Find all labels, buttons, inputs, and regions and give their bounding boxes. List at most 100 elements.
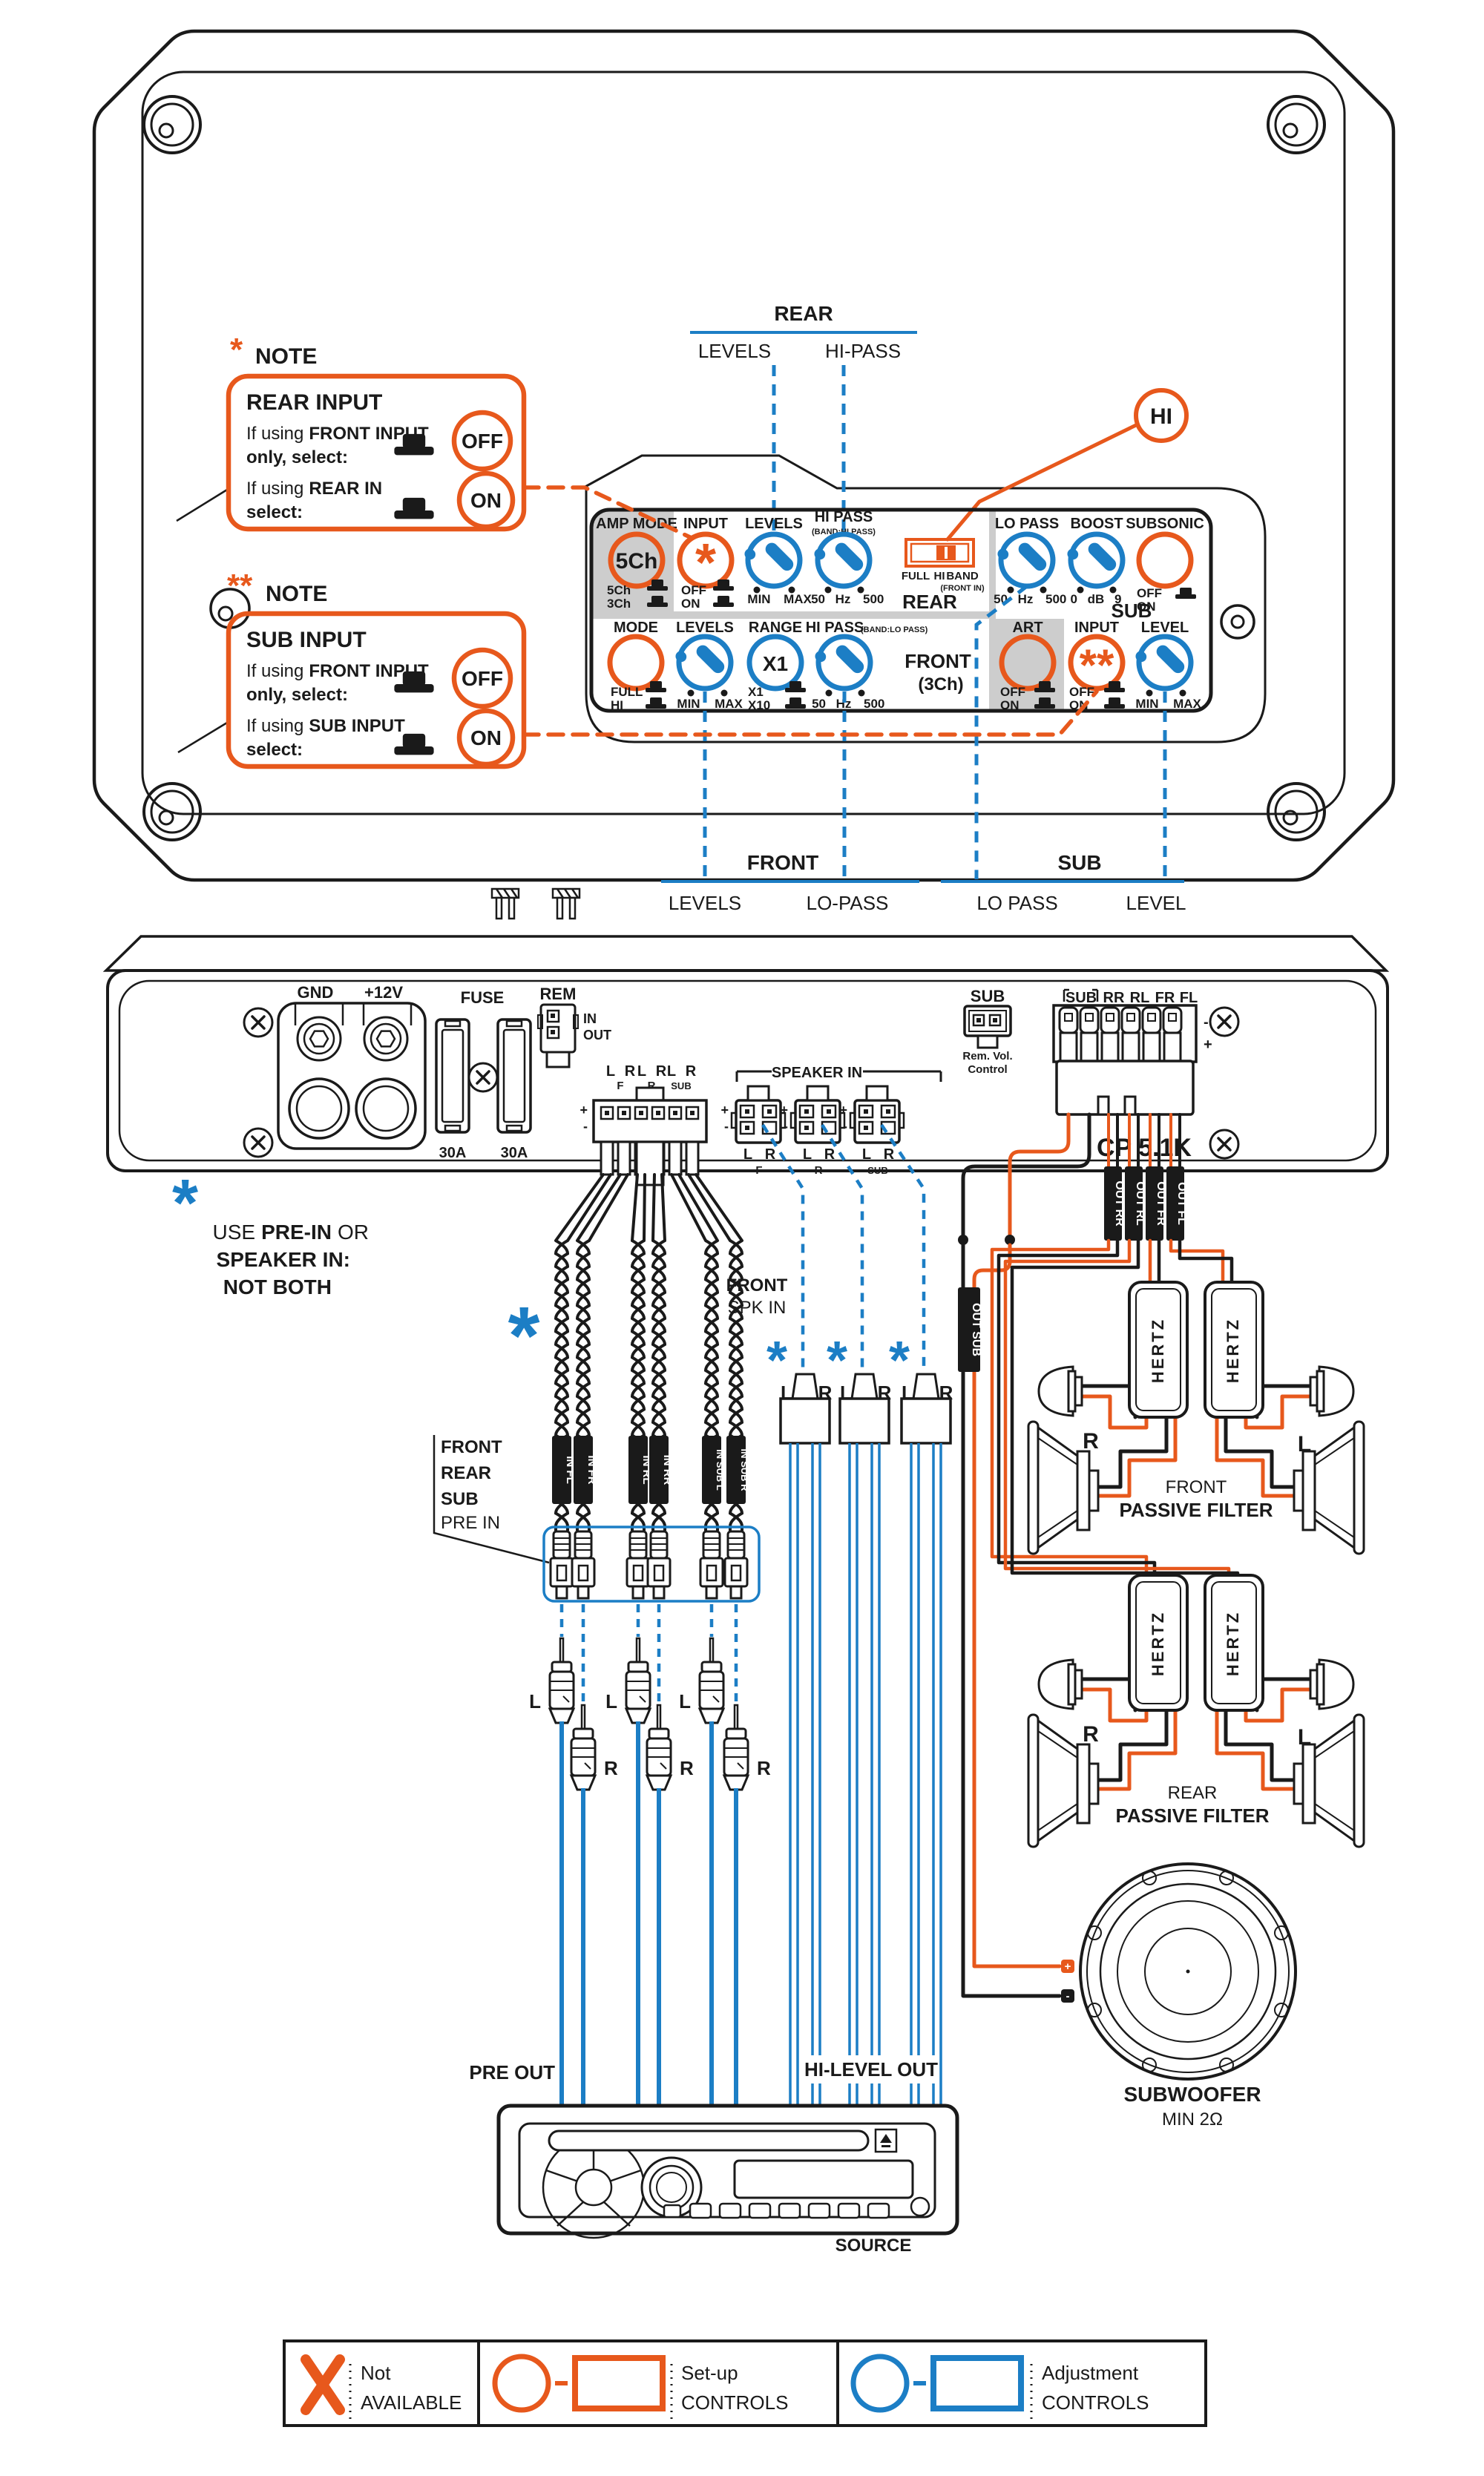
note1-off-circle	[451, 410, 513, 472]
front-filter-label1: FRONT	[1166, 1477, 1227, 1497]
input2-opt1: OFF	[1069, 685, 1094, 699]
setup-circle-icon	[492, 2354, 551, 2413]
subsonic-opt2: ON	[1137, 600, 1156, 614]
knob-dot	[824, 586, 832, 594]
spkin-sub-ch: SUB	[867, 1165, 887, 1176]
pre-callout-sub: SUB	[441, 1489, 479, 1509]
hi-level-lines	[789, 1443, 942, 2106]
rear-filter-label1: REAR	[1168, 1783, 1218, 1803]
rem-connector: REM IN OUT	[537, 985, 611, 1068]
pre-in-stubs	[600, 1140, 700, 1186]
fuse-1	[435, 1018, 470, 1134]
hertz-brand-label: HERTZ	[1149, 1611, 1167, 1676]
usage-prein: PRE-IN	[261, 1221, 332, 1244]
pre-out-cables	[559, 1721, 738, 2106]
source-label: SOURCE	[835, 2236, 912, 2256]
front-spk-in-label2: SPK IN	[728, 1298, 787, 1318]
rear-right-label: R	[1083, 1722, 1099, 1747]
art-opt1: OFF	[1000, 685, 1025, 699]
out-sub-tag: OUT SUB	[970, 1303, 982, 1356]
hertz-brand-label: HERTZ	[1224, 1611, 1242, 1676]
rem-label: REM	[540, 985, 577, 1003]
lopass-label: LO PASS	[995, 516, 1059, 532]
note1-row1-suffix: only, select:	[246, 447, 348, 467]
hi-badge-circle	[1134, 388, 1189, 443]
subwoofer: + - SUBWOOFER MIN 2Ω	[1061, 1862, 1297, 2129]
sub-callout-title: SUB	[1057, 851, 1101, 874]
usage-use: USE	[213, 1221, 256, 1244]
speaker-in-bracket	[735, 1070, 942, 1082]
front-section-sub: (3Ch)	[918, 674, 963, 694]
rca-connector	[571, 1530, 596, 1600]
mode-switch-band: BAND	[946, 570, 978, 582]
level-max: MAX	[1173, 697, 1201, 711]
spkin-f-r: R	[765, 1146, 776, 1163]
speaker-in-label: SPEAKER IN	[772, 1065, 862, 1081]
cd-slot	[548, 2129, 870, 2152]
out-fr-tag: OUT FR	[1155, 1181, 1167, 1226]
rca-plug-r	[570, 1704, 597, 1791]
sub-section-label: SUB	[1112, 600, 1152, 622]
front-levels-control: LEVELS MIN MAX	[674, 620, 743, 711]
rear-top-face	[102, 935, 1390, 972]
pre-callout-front: FRONT	[441, 1437, 502, 1457]
range-label: RANGE	[749, 620, 802, 636]
pre-r-l: L	[637, 1063, 646, 1080]
note1-row2-suffix: select:	[246, 502, 303, 522]
front-callout-levels: LEVELS	[669, 892, 741, 914]
amp-mode-opt1: 5Ch	[607, 583, 631, 597]
out-routes	[990, 1238, 1240, 1577]
note2-row2-prefix: If using	[246, 716, 303, 736]
pre-f-ch: F	[617, 1080, 623, 1092]
legend: Not AVAILABLE Set-up CONTROLS Adjustment…	[283, 2339, 1207, 2427]
screw-icon	[1209, 1006, 1240, 1037]
control-panel: AMP MODE 5Ch 5Ch 3Ch INPUT * OFF ON LEVE…	[589, 508, 1213, 713]
note1-title: NOTE	[255, 344, 317, 369]
note2-off-circle	[451, 647, 513, 709]
screw-icon	[1209, 1129, 1240, 1160]
spk-minus: -	[784, 1119, 788, 1134]
level-label: LEVEL	[1141, 620, 1189, 636]
boost-min: 0	[1071, 592, 1077, 606]
spkin-r-r: R	[824, 1146, 835, 1163]
spkin-f-l: L	[743, 1146, 752, 1163]
legend-adjustment-controls: Adjustment CONTROLS	[850, 2354, 1149, 2419]
mode-label: MODE	[614, 620, 658, 636]
spkin-r-ch: R	[815, 1164, 823, 1177]
lopass-unit: Hz	[1018, 592, 1034, 606]
rear-callout-hipass: HI-PASS	[825, 340, 901, 362]
rca-plug-r	[723, 1704, 749, 1791]
sub-level-control: LEVEL MIN MAX	[1134, 620, 1202, 711]
levels1-min: MIN	[747, 592, 770, 606]
usage-notboth: NOT BOTH	[223, 1275, 332, 1298]
art-opt2: ON	[1000, 698, 1020, 712]
subwoofer-label: SUBWOOFER	[1123, 2083, 1261, 2106]
gnd-bolt-icon	[296, 1016, 342, 1062]
out-rl-label: RL	[1130, 990, 1150, 1006]
knob-dot	[720, 689, 728, 697]
setup-line1: Set-up	[681, 2362, 738, 2384]
lopass-max: 500	[1045, 592, 1066, 606]
na-line1: Not	[361, 2362, 391, 2384]
note2-box	[226, 611, 527, 769]
front-hipass-control: HI PASS (BAND:LO PASS) 50 Hz 500	[806, 620, 928, 711]
asterisk-marker: *	[508, 1290, 540, 1382]
out-pair-stubs	[1107, 1113, 1181, 1168]
note1-row1-prefix: If using	[246, 424, 303, 444]
rca-connector	[549, 1530, 574, 1600]
hi-level-out-label: HI-LEVEL OUT	[804, 2058, 938, 2081]
level-min: MIN	[1135, 697, 1158, 711]
mode-opt2: HI	[611, 698, 623, 712]
sub-bracket-marks	[1063, 988, 1099, 1002]
usage-or: OR	[338, 1221, 369, 1244]
front-spk-in-label1: FRONT	[726, 1275, 788, 1296]
panel-border	[589, 508, 1213, 713]
hipass1-label: HI PASS	[815, 509, 873, 525]
mode-switch-track	[910, 542, 970, 563]
12v-bolt-icon	[363, 1016, 409, 1062]
sub-wire-orange-upper	[1008, 1112, 1071, 1237]
input2-label: INPUT	[1074, 620, 1119, 636]
